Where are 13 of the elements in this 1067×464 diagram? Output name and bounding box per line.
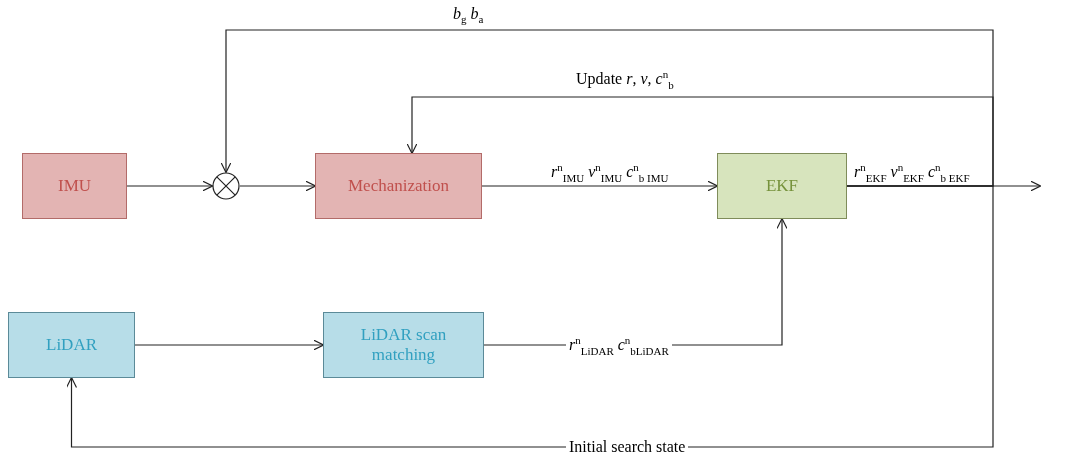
process-box: IMU [22, 153, 127, 219]
arrow [65, 185, 994, 448]
process-box: EKF [717, 153, 847, 219]
multiplier-circle [212, 172, 240, 200]
arrow [239, 180, 317, 192]
arrow [481, 180, 719, 192]
edge-label: b$_{g}$ b$_{a}$ [450, 4, 487, 27]
arrow [134, 339, 325, 351]
process-box: Mechanization [315, 153, 482, 219]
arrow [126, 180, 214, 192]
process-box: LiDAR [8, 312, 135, 378]
process-box: LiDAR scan matching [323, 312, 484, 378]
arrow [406, 96, 994, 187]
